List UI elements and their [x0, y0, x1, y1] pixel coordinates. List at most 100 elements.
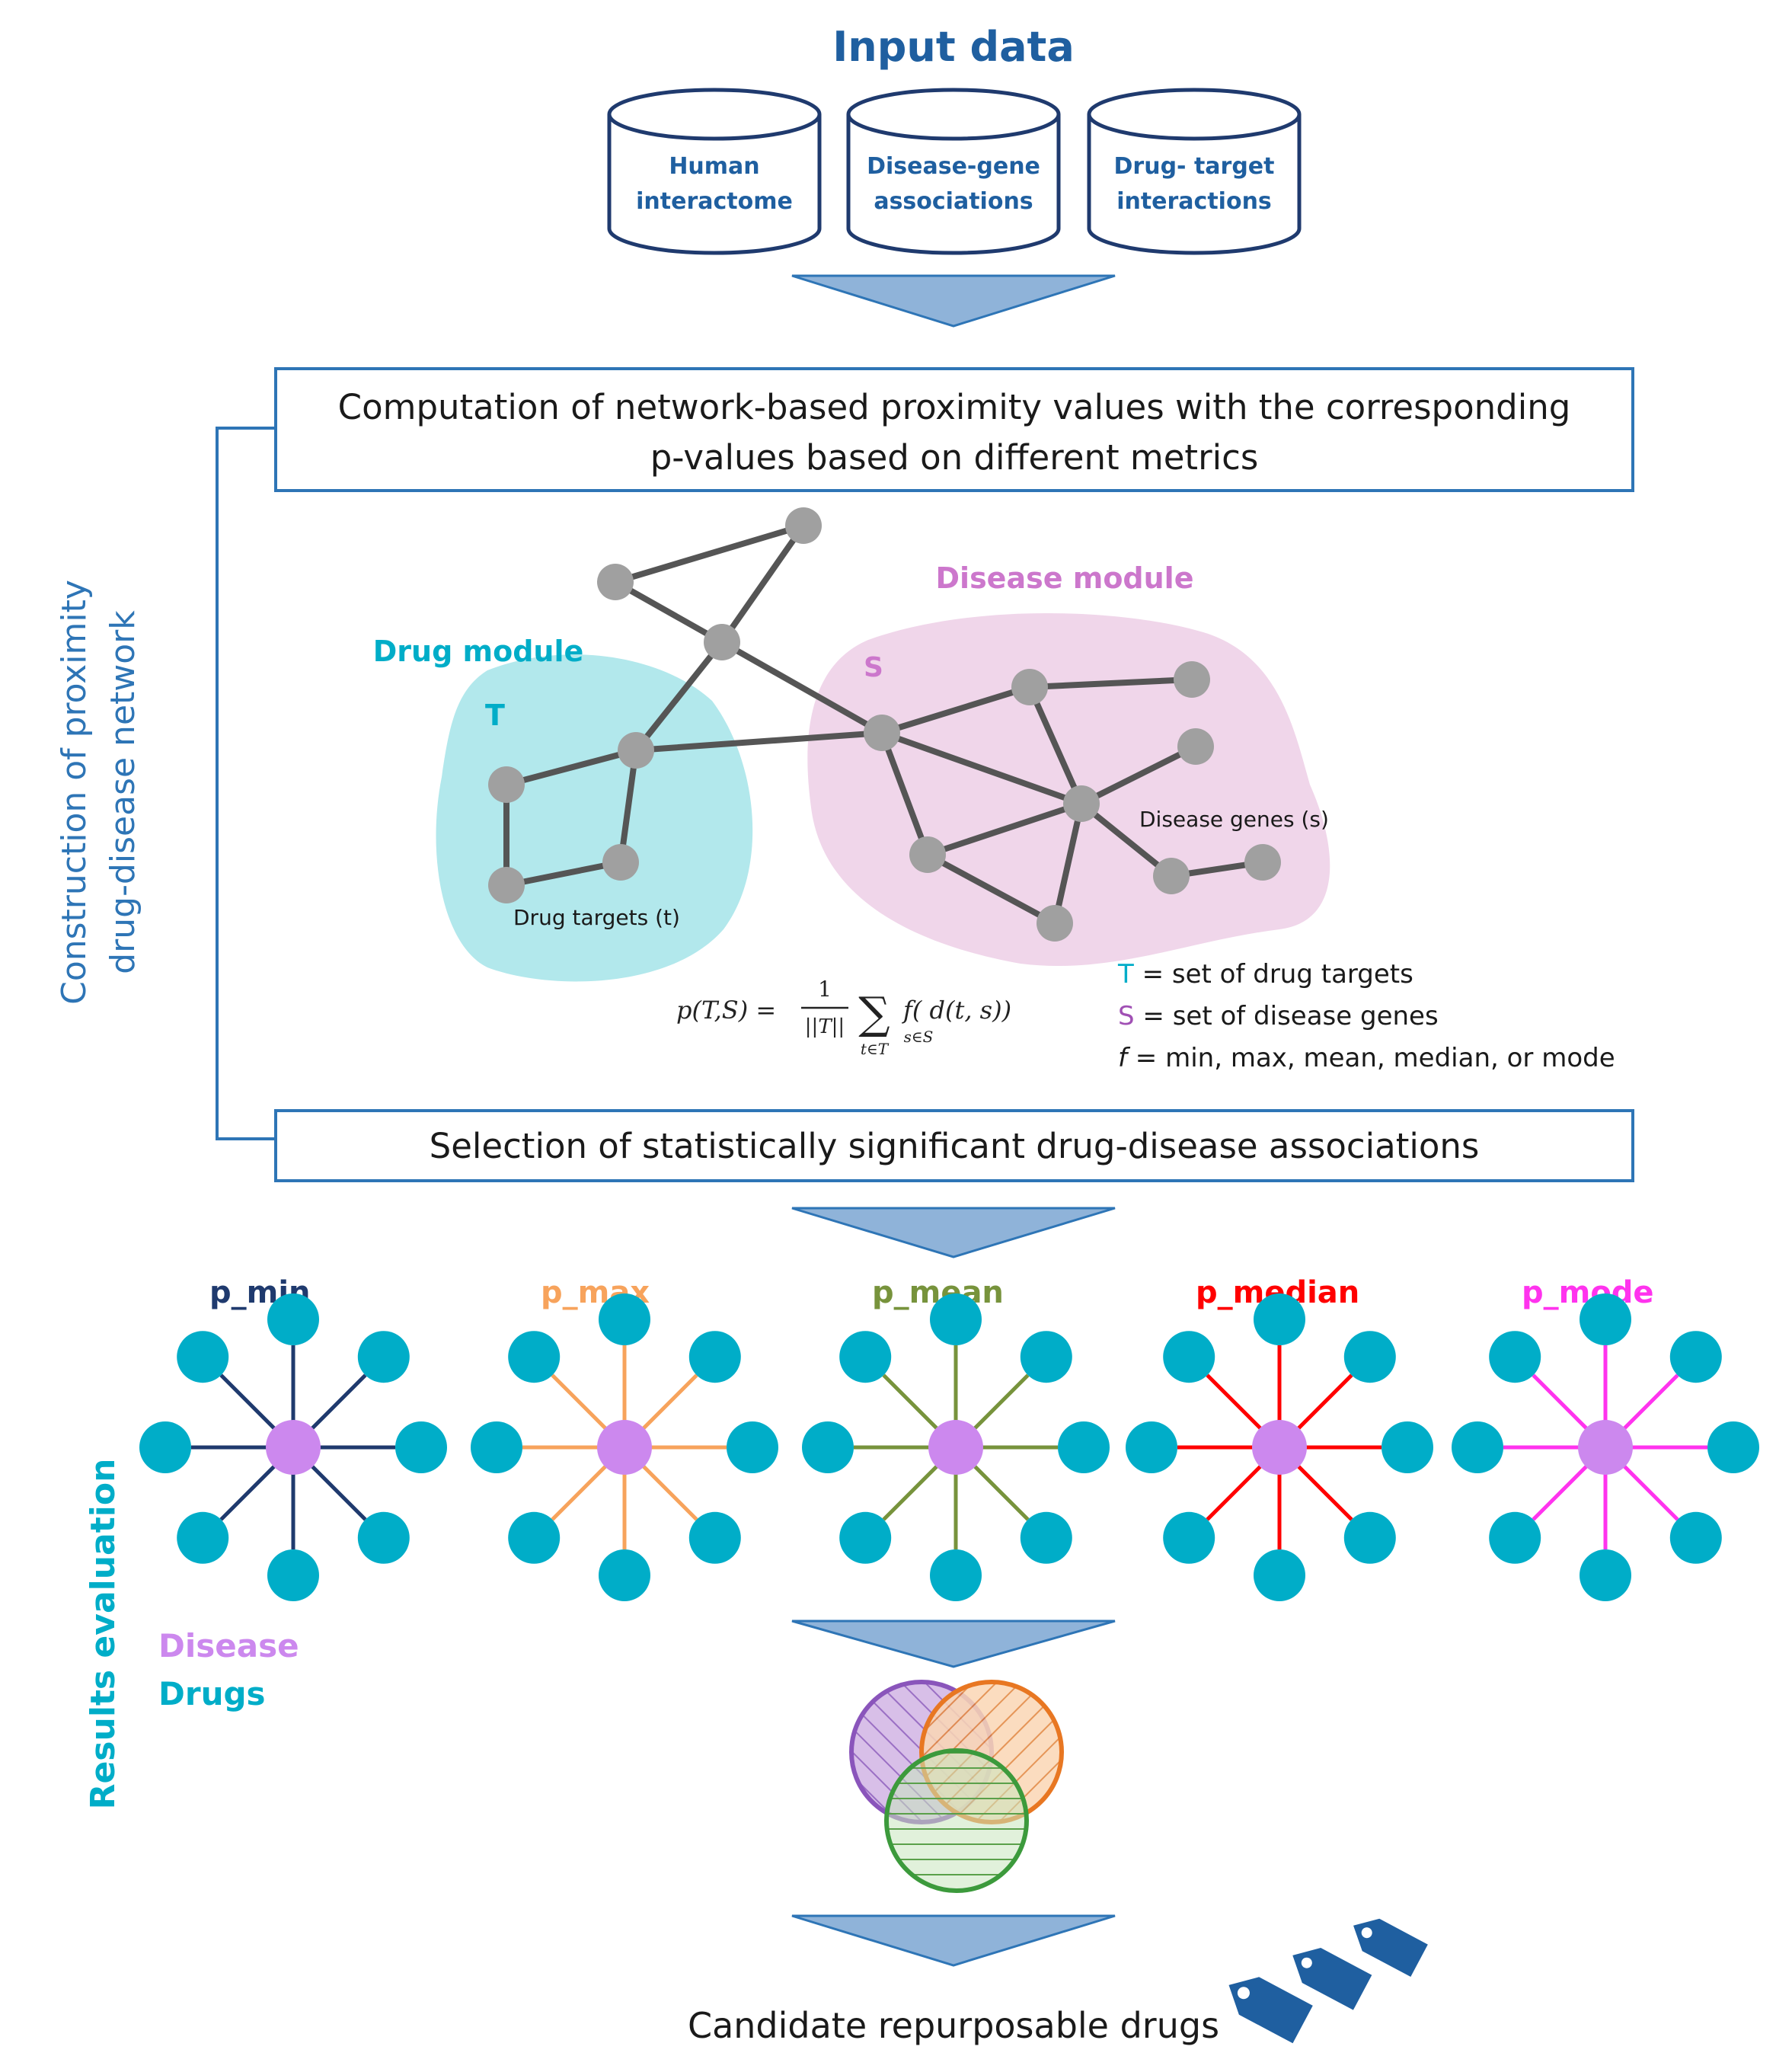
- proximity-formula: p(T,S) = 1 ||T|| ∑ t∈T f( d(t, s)) s∈S: [676, 977, 1011, 1058]
- network-edge: [633, 639, 725, 753]
- construction-label-line1: Construction of proximity: [55, 580, 94, 1005]
- disease-module-letter: S: [864, 652, 883, 683]
- star-edge: [1532, 1373, 1592, 1434]
- tag-icon: [1228, 1918, 1428, 2044]
- drug-node: [1343, 1511, 1396, 1564]
- star-edge: [969, 1461, 1030, 1521]
- database-label-line2: interactome: [636, 188, 793, 215]
- network-edge: [925, 801, 1084, 858]
- legend-t-letter: T: [1117, 959, 1134, 990]
- disease-gene-node: [909, 836, 946, 873]
- network-edge: [719, 523, 807, 645]
- computation-text-line1: Computation of network-based proximity v…: [338, 387, 1571, 427]
- star-legend-drugs: Drugs: [158, 1675, 266, 1712]
- formula-body: f( d(t, s)): [902, 996, 1011, 1025]
- drug-node: [1163, 1511, 1215, 1564]
- evaluation-label: Results evaluation: [84, 1459, 123, 1810]
- computation-box: [274, 367, 1634, 492]
- drug-node: [727, 1421, 778, 1473]
- network-edge: [612, 579, 725, 645]
- computation-text-line2: p-values based on different metrics: [650, 437, 1259, 478]
- star-edge: [307, 1373, 367, 1434]
- arrow-down-2: [791, 1207, 1116, 1258]
- arrow-down-4: [791, 1914, 1116, 1967]
- formula-sum: ∑: [858, 987, 890, 1039]
- drug-node: [1707, 1421, 1759, 1473]
- legend-t-line: T = set of drug targets: [1117, 959, 1413, 990]
- star-edge: [1293, 1373, 1353, 1434]
- drug-node: [599, 1293, 650, 1345]
- disease-gene-node: [1063, 785, 1100, 822]
- legend-t-text: = set of drug targets: [1134, 959, 1413, 990]
- drug-node: [1020, 1511, 1072, 1564]
- output-text: Candidate repurposable drugs: [688, 2005, 1219, 2046]
- disease-module-label: Disease module: [936, 561, 1194, 595]
- network-edge: [618, 747, 639, 865]
- disease-node: [266, 1420, 321, 1475]
- disease-gene-node: [1011, 669, 1048, 705]
- drug-node: [1058, 1421, 1110, 1473]
- star-edge: [219, 1373, 279, 1434]
- formula-numerator: 1: [818, 977, 832, 1002]
- selection-box: [274, 1109, 1634, 1182]
- legend-s-line: S = set of disease genes: [1118, 1001, 1439, 1031]
- drug-node: [839, 1511, 892, 1564]
- network-edge: [879, 730, 931, 858]
- star-edge: [1206, 1373, 1266, 1434]
- network-edges: [503, 523, 1266, 926]
- legend-f-line: f = min, max, mean, median, or mode: [1118, 1043, 1615, 1073]
- drug-node: [688, 1331, 741, 1383]
- network-edge: [879, 684, 1033, 736]
- disease-node: [1252, 1420, 1307, 1475]
- network-node: [785, 507, 822, 544]
- drug-target-node: [488, 766, 525, 803]
- database-label-line1: Disease-gene: [867, 153, 1040, 180]
- drug-node: [267, 1549, 319, 1601]
- formula-sub-t: t∈T: [861, 1040, 890, 1058]
- database-label-line2: interactions: [1116, 188, 1272, 215]
- drug-target-node: [602, 844, 639, 881]
- drug-node: [1489, 1511, 1541, 1564]
- star-edge: [1206, 1461, 1266, 1521]
- selection-text: Selection of statistically significant d…: [430, 1126, 1480, 1166]
- disease-node: [1578, 1420, 1633, 1475]
- drug-node: [1126, 1421, 1177, 1473]
- venn-circle-green: [884, 1748, 1029, 1893]
- database-label-line1: Drug- target: [1114, 153, 1275, 180]
- drug-module-region: [436, 654, 753, 982]
- database-human-interactome: Human interactome: [607, 88, 822, 255]
- formula-sub-s: s∈S: [904, 1028, 934, 1046]
- drug-node: [688, 1511, 741, 1564]
- disease-module-region: [807, 613, 1330, 967]
- legend-s-letter: S: [1118, 1001, 1135, 1031]
- drug-node: [357, 1331, 410, 1383]
- drug-node: [930, 1549, 982, 1601]
- network-edge: [719, 639, 885, 736]
- drug-node: [1254, 1549, 1305, 1601]
- drug-node: [1343, 1331, 1396, 1383]
- database-disease-gene: Disease-gene associations: [846, 88, 1061, 255]
- formula-denominator: ||T||: [805, 1015, 845, 1038]
- star-edge: [307, 1461, 367, 1521]
- drug-node: [1580, 1549, 1631, 1601]
- network-edge: [1078, 801, 1174, 879]
- formula-lhs: p(T,S) =: [676, 996, 776, 1025]
- database-label-line2: associations: [874, 188, 1033, 215]
- star-network-p-median: p_median: [1126, 1275, 1433, 1601]
- star-network-p-mean: p_mean: [802, 1275, 1110, 1601]
- network-edge: [879, 730, 1084, 807]
- drug-node: [508, 1511, 561, 1564]
- drug-node: [267, 1293, 319, 1345]
- network-node: [597, 564, 634, 600]
- star-edge: [882, 1373, 942, 1434]
- network-edge: [503, 859, 624, 888]
- network-edge: [633, 730, 885, 753]
- star-edge: [1619, 1461, 1679, 1521]
- star-edge: [882, 1461, 942, 1521]
- network-edge: [503, 747, 639, 788]
- drug-node: [139, 1421, 191, 1473]
- drug-node: [1669, 1331, 1722, 1383]
- legend-f-text: = min, max, mean, median, or mode: [1127, 1043, 1615, 1073]
- formula-legend: T = set of drug targets S = set of disea…: [1117, 959, 1615, 1073]
